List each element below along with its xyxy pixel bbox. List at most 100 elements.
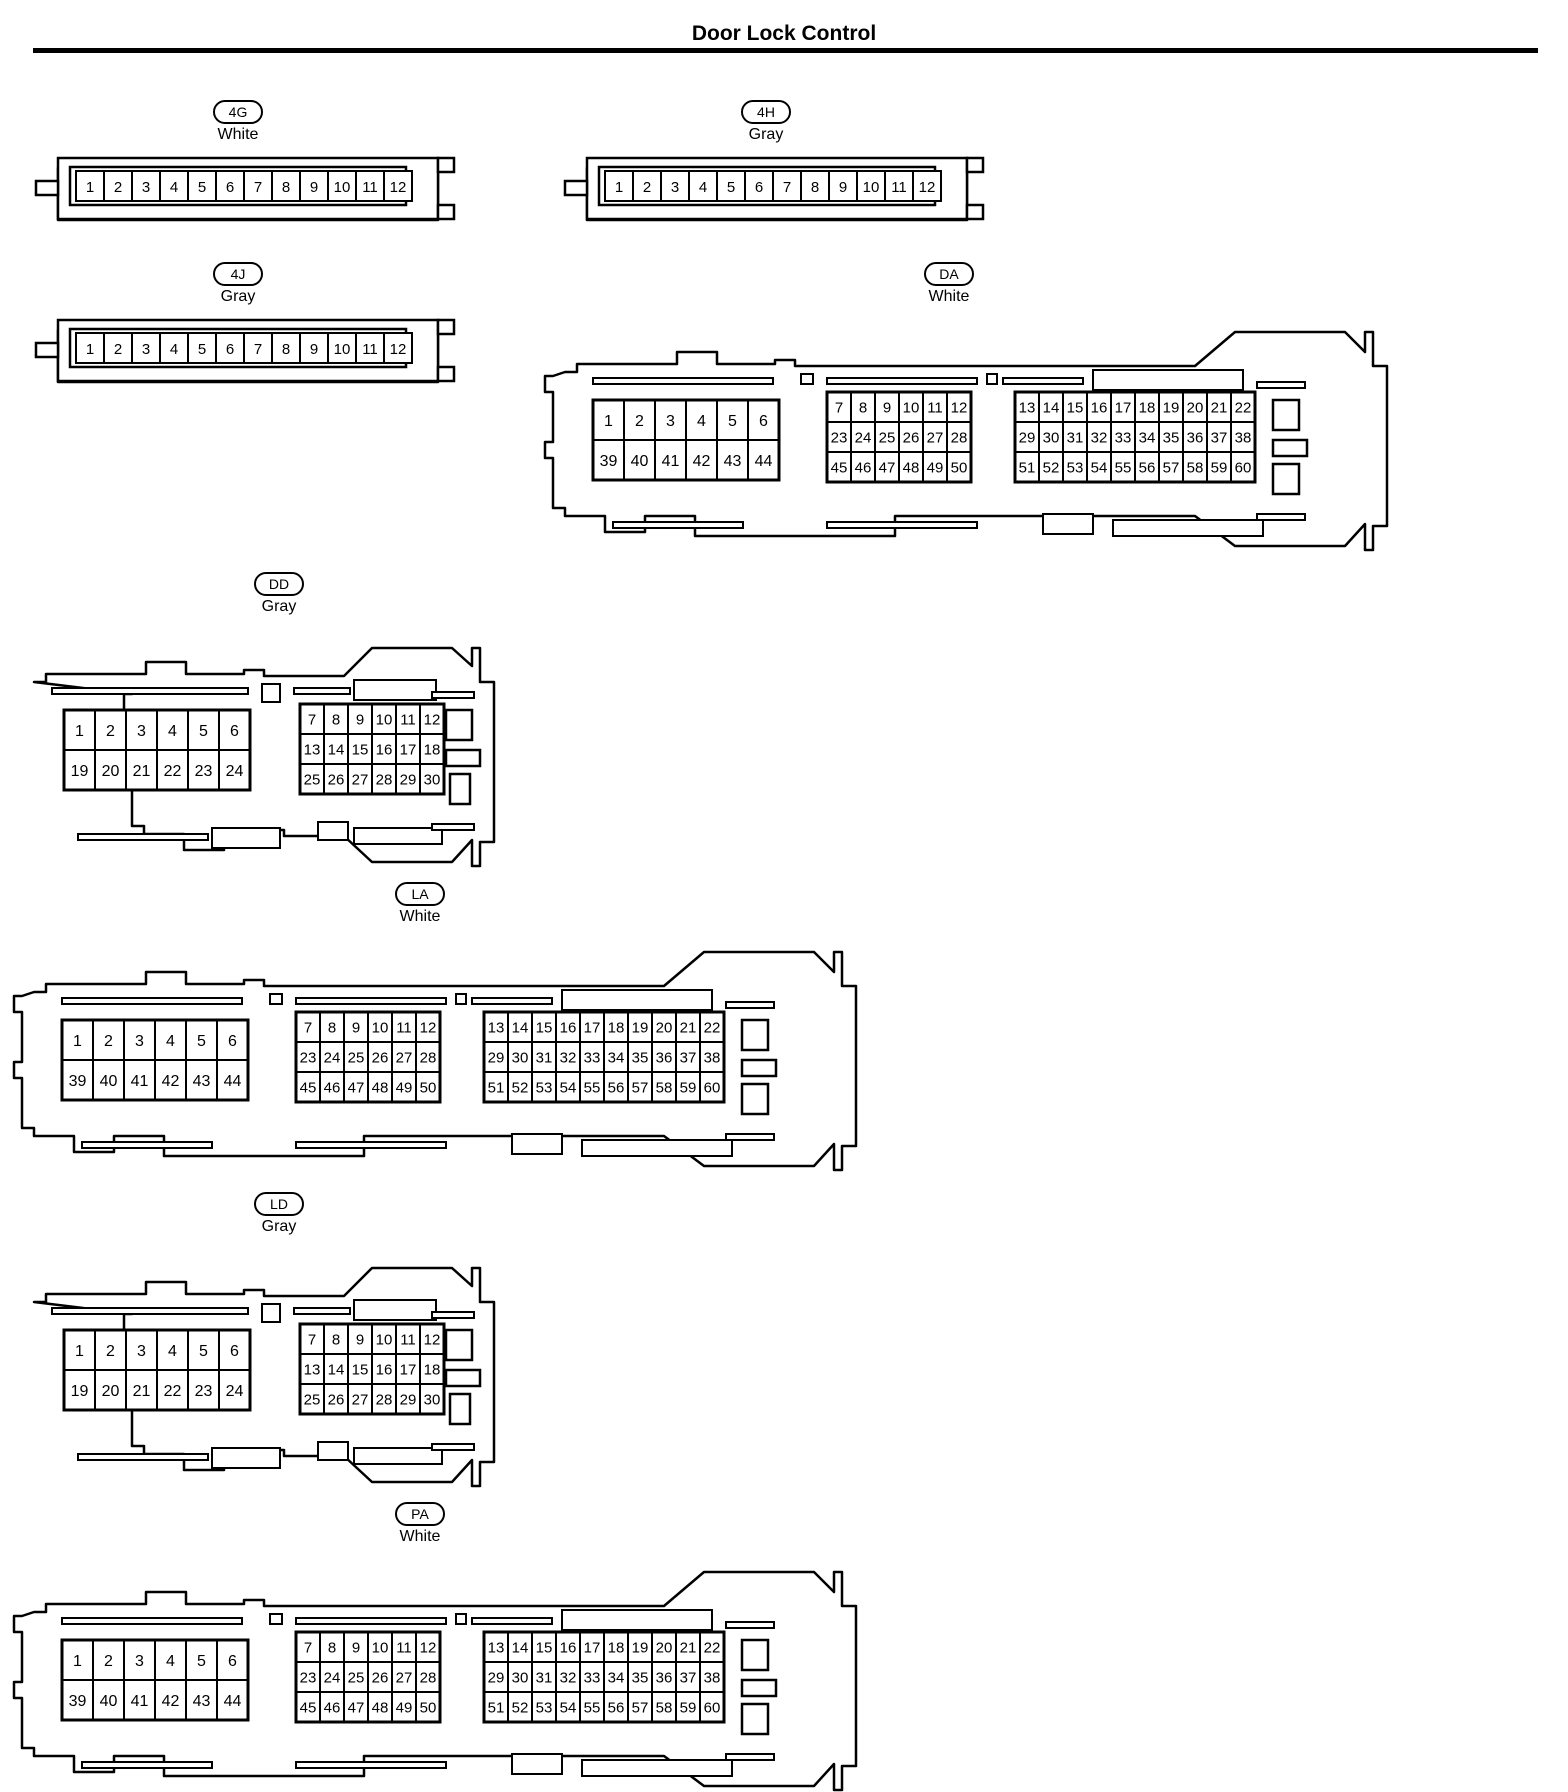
rib xyxy=(295,1761,447,1769)
pin-label: 29 xyxy=(488,1049,505,1066)
pin-label: 21 xyxy=(133,1383,151,1400)
title-rule xyxy=(33,48,1538,53)
pin-label: 5 xyxy=(197,1033,206,1050)
pin-label: 27 xyxy=(352,1391,369,1408)
pin-label: 3 xyxy=(137,723,146,740)
pin-label: 3 xyxy=(142,179,150,196)
pin-label: 5 xyxy=(727,179,735,196)
pin-label: 59 xyxy=(680,1699,697,1716)
pin-label: 24 xyxy=(226,763,244,780)
pin-label: 41 xyxy=(131,1073,149,1090)
pin-block-border xyxy=(60,1018,250,1102)
pin-cell xyxy=(271,332,301,364)
connector-header: LD Gray xyxy=(249,1192,309,1236)
pin-label: 10 xyxy=(334,341,351,358)
pin-label: 53 xyxy=(536,1079,553,1096)
connector-color-label: Gray xyxy=(261,598,297,615)
pin-label: 27 xyxy=(396,1669,413,1686)
pin-label: 34 xyxy=(608,1669,625,1686)
pin-cell xyxy=(579,1631,605,1663)
pin-cell xyxy=(391,1661,417,1693)
pin-cell xyxy=(371,733,397,765)
pin-label: 15 xyxy=(1067,399,1084,416)
pin-label: 19 xyxy=(632,1639,649,1656)
side-key xyxy=(444,1368,482,1388)
pin-label: 53 xyxy=(536,1699,553,1716)
pin-label: 3 xyxy=(135,1653,144,1670)
pin-label: 17 xyxy=(584,1019,601,1036)
pin-label: 37 xyxy=(1211,429,1228,446)
pin-label: 9 xyxy=(356,1331,364,1348)
side-key xyxy=(448,772,472,806)
pin-cell xyxy=(187,170,217,202)
pin-label: 6 xyxy=(230,1343,239,1360)
pin-label: 54 xyxy=(560,1699,577,1716)
latch-tab xyxy=(965,203,985,221)
pin-cell xyxy=(103,170,133,202)
rib xyxy=(431,1443,475,1451)
pin-label: 34 xyxy=(608,1049,625,1066)
rib xyxy=(1042,513,1094,535)
pin-cell xyxy=(367,1661,393,1693)
pin-label: 44 xyxy=(755,453,773,470)
pin-label: 48 xyxy=(372,1079,389,1096)
pin-label: 8 xyxy=(282,179,290,196)
pin-label: 59 xyxy=(1211,459,1228,476)
pin-cell xyxy=(327,170,357,202)
divider xyxy=(986,373,998,385)
rib xyxy=(431,691,475,699)
rib xyxy=(725,1001,775,1009)
pin-block-border xyxy=(591,398,781,482)
pin-label: 17 xyxy=(1115,399,1132,416)
pin-label: 7 xyxy=(308,711,316,728)
pin-label: 6 xyxy=(755,179,763,196)
pin-label: 9 xyxy=(310,179,318,196)
pin-label: 33 xyxy=(584,1669,601,1686)
pin-label: 9 xyxy=(310,341,318,358)
pin-cell xyxy=(103,332,133,364)
pin-label: 9 xyxy=(352,1019,360,1036)
pin-label: 12 xyxy=(424,711,441,728)
connector-id-badge: 4J xyxy=(213,262,263,286)
pin-label: 27 xyxy=(352,771,369,788)
rib xyxy=(725,1621,775,1629)
pin-label: 30 xyxy=(1043,429,1060,446)
pin-label: 9 xyxy=(839,179,847,196)
pin-label: 10 xyxy=(372,1019,389,1036)
pin-label: 39 xyxy=(600,453,618,470)
pin-label: 48 xyxy=(372,1699,389,1716)
pin-label: 8 xyxy=(859,399,867,416)
pin-cell xyxy=(159,170,189,202)
pin-label: 56 xyxy=(608,1079,625,1096)
pin-label: 8 xyxy=(811,179,819,196)
pin-block-border xyxy=(482,1630,726,1724)
pin-label: 33 xyxy=(584,1049,601,1066)
pin-label: 14 xyxy=(512,1639,529,1656)
pin-cell xyxy=(1158,451,1184,483)
pin-label: 39 xyxy=(69,1073,87,1090)
pin-label: 23 xyxy=(300,1669,317,1686)
connector-header: 4H Gray xyxy=(736,100,796,144)
divider xyxy=(800,373,814,385)
pin-label: 14 xyxy=(328,741,345,758)
pin-cell xyxy=(688,170,718,202)
pin-label: 45 xyxy=(300,1699,317,1716)
side-key xyxy=(740,1018,770,1052)
pin-label: 36 xyxy=(656,1049,673,1066)
rib xyxy=(1092,369,1244,391)
connector-header: PA White xyxy=(390,1502,450,1546)
pin-label: 25 xyxy=(879,429,896,446)
pin-label: 2 xyxy=(114,179,122,196)
pin-label: 29 xyxy=(400,771,417,788)
pin-cell xyxy=(415,1041,441,1073)
pin-label: 4 xyxy=(168,723,177,740)
pin-label: 24 xyxy=(324,1669,341,1686)
pin-cell xyxy=(367,1011,393,1043)
pin-label: 39 xyxy=(69,1693,87,1710)
side-key xyxy=(1271,462,1301,496)
pin-cell xyxy=(922,451,948,483)
pin-label: 28 xyxy=(420,1049,437,1066)
pin-cell xyxy=(347,1323,373,1355)
pin-cell xyxy=(295,1011,321,1043)
connector-id-badge: LD xyxy=(254,1192,304,1216)
